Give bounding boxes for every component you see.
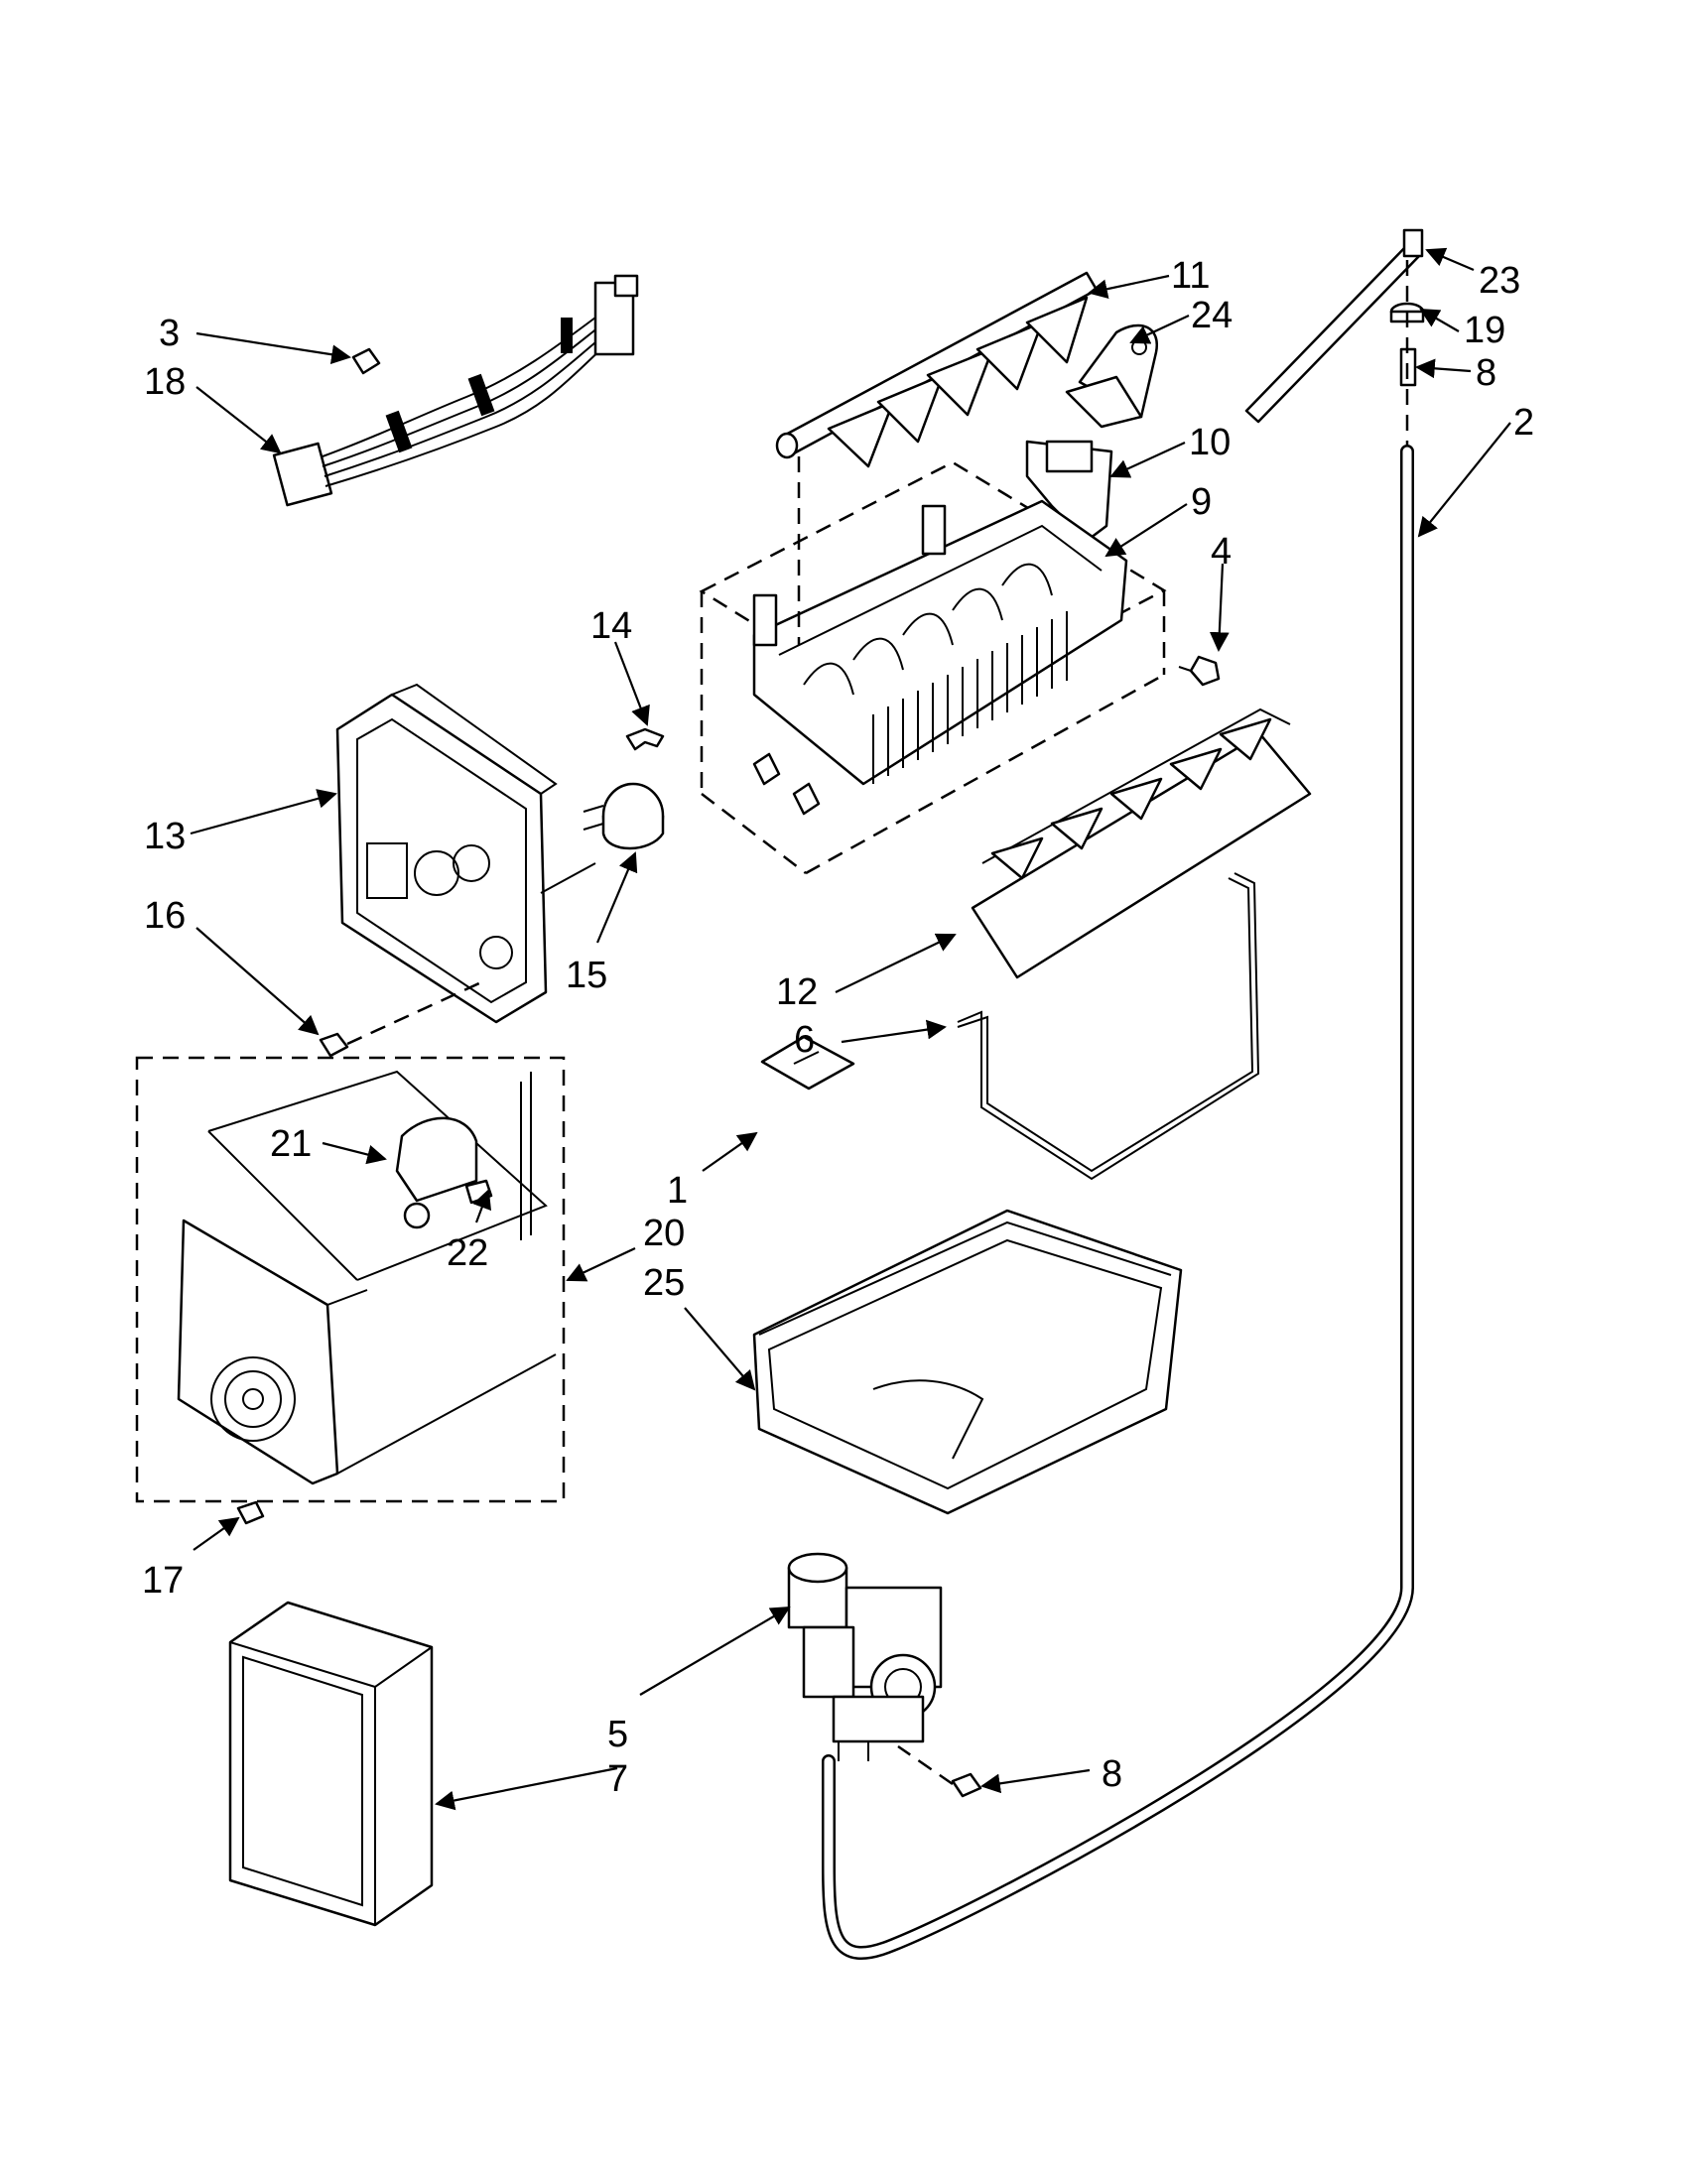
callout-5: 5 xyxy=(607,1714,628,1755)
callout-24: 24 xyxy=(1191,295,1233,336)
callout-21: 21 xyxy=(270,1123,312,1165)
callout-11: 11 xyxy=(1171,255,1210,297)
thermostat-clip xyxy=(625,727,665,751)
callout-10: 10 xyxy=(1189,422,1231,463)
light-cover xyxy=(228,1601,434,1927)
ice-bin xyxy=(752,1209,1183,1515)
callout-6: 6 xyxy=(794,1019,815,1061)
water-tube xyxy=(822,445,1414,1961)
ejector-cam xyxy=(1065,323,1159,429)
module-housing xyxy=(335,683,596,1024)
callout-4: 4 xyxy=(1211,531,1232,573)
callout-15: 15 xyxy=(566,955,607,996)
callout-9: 9 xyxy=(1191,481,1212,523)
shutoff-arm xyxy=(957,872,1260,1181)
callout-12: 12 xyxy=(776,971,818,1013)
callout-22: 22 xyxy=(447,1232,488,1274)
thermostat xyxy=(583,782,665,850)
ice-mold xyxy=(752,499,1128,816)
wire-harness xyxy=(272,274,639,507)
callout-25: 25 xyxy=(643,1262,685,1304)
valve-screw xyxy=(897,1744,982,1798)
callout-18: 18 xyxy=(144,361,186,403)
callout-3: 3 xyxy=(159,313,180,354)
callout-labels: 23 11 24 19 8 2 3 18 10 9 4 14 13 15 16 … xyxy=(142,255,1534,1800)
fill-tube xyxy=(1244,228,1424,424)
callout-7: 7 xyxy=(607,1758,628,1800)
callout-1: 1 xyxy=(667,1170,688,1212)
callout-16: 16 xyxy=(144,895,186,937)
callout-20: 20 xyxy=(643,1213,685,1254)
mold-screw xyxy=(1178,655,1221,687)
ice-stripper xyxy=(971,707,1312,979)
callout-13: 13 xyxy=(144,816,186,857)
leader-lines xyxy=(190,247,1511,1811)
callout-8: 8 xyxy=(1102,1753,1122,1795)
callout-8: 8 xyxy=(1476,352,1496,394)
callout-23: 23 xyxy=(1479,260,1520,302)
callout-19: 19 xyxy=(1464,310,1505,351)
module-assembly xyxy=(177,1070,557,1485)
housing-screw xyxy=(319,980,482,1058)
heater-pad xyxy=(760,1035,855,1091)
module-screw xyxy=(236,1500,265,1525)
water-valve xyxy=(787,1552,943,1761)
callout-17: 17 xyxy=(142,1560,184,1602)
callout-14: 14 xyxy=(590,605,632,647)
callout-2: 2 xyxy=(1513,402,1534,444)
ejector-shaft xyxy=(775,271,1099,468)
harness-clip xyxy=(351,347,381,375)
